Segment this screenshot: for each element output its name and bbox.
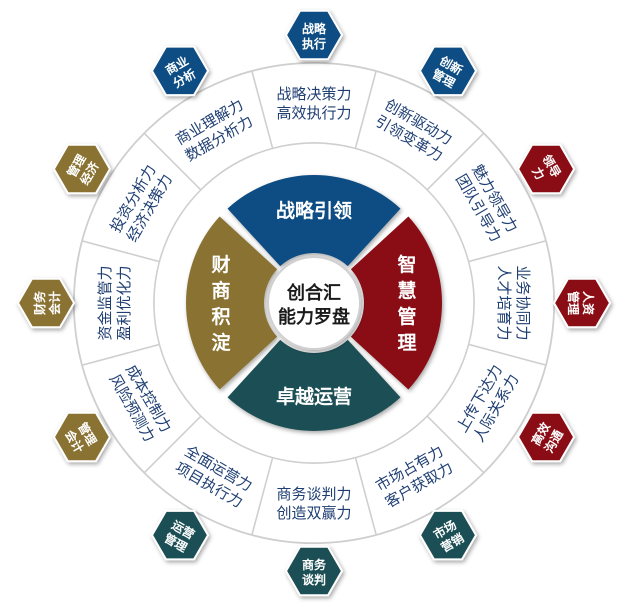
hexagon-finance: 财务会计 — [16, 277, 76, 329]
hexagon-shape — [52, 411, 112, 463]
ring-label-line2: 高效执行力 — [276, 104, 351, 122]
ring-label-line2: 盈利优化力 — [115, 265, 133, 340]
ring-label-line1: 业务协同力 — [514, 265, 532, 340]
hexagon-negotiation: 商务谈判 — [284, 545, 344, 597]
hexagon-label-line1: 人资 — [581, 291, 596, 315]
hexagon-label-line1: 战略 — [302, 21, 327, 36]
hexagon-shape — [418, 509, 478, 561]
hexagon-label-line2: 管理 — [566, 291, 581, 315]
hexagon-label-line1: 商务 — [302, 557, 327, 572]
quadrant-label-bottom: 卓越运营 — [276, 385, 352, 408]
quadrant-char: 理 — [397, 332, 416, 354]
center-title-line2: 能力罗盘 — [278, 306, 350, 328]
hexagon-shape — [552, 277, 612, 329]
hexagon-shape — [150, 509, 210, 561]
quadrant-char: 积 — [211, 306, 230, 328]
hexagon-label-line2: 谈判 — [302, 572, 326, 587]
hexagon-shape — [150, 45, 210, 97]
hexagon-shape — [516, 411, 576, 463]
hexagon-leadership: 领导力 — [516, 143, 576, 195]
quadrant-char: 淀 — [211, 331, 231, 354]
hexagon-shape — [516, 143, 576, 195]
quadrant-char: 管 — [397, 305, 416, 328]
quadrant-char: 商 — [211, 279, 230, 302]
hexagon-shape — [284, 9, 344, 61]
hexagon-shape — [284, 545, 344, 597]
hexagon-label-line1: 财务 — [32, 290, 47, 316]
quadrant-char: 慧 — [397, 279, 416, 302]
hexagon-label: 商务谈判 — [302, 557, 327, 587]
quadrant-right — [350, 216, 443, 390]
quadrant-char: 智 — [397, 253, 416, 276]
ring-label-line1: 资金监管力 — [96, 265, 114, 340]
center-circle — [267, 256, 361, 350]
center-title-line1: 创合汇 — [286, 282, 341, 304]
ring-label-line2: 创造双赢力 — [276, 504, 351, 522]
hexagon-label-line2: 执行 — [302, 36, 326, 51]
hexagon-label: 财务会计 — [32, 290, 62, 316]
ring-label-line1: 战略决策力 — [276, 85, 351, 103]
ring-label-funds: 资金监管力盈利优化力 — [96, 265, 133, 340]
hexagon-label-line2: 会计 — [47, 291, 62, 315]
hexagon-shape — [418, 45, 478, 97]
ring-label-line1: 商务谈判力 — [276, 485, 351, 503]
quadrant-top — [227, 175, 401, 267]
hexagon-shape — [16, 277, 76, 329]
ring-label-line2: 人才培育力 — [495, 265, 513, 340]
hexagon-shape — [52, 143, 112, 195]
quadrant-left — [186, 216, 278, 390]
quadrant-char: 财 — [211, 253, 230, 276]
quadrant-label-top: 战略引领 — [276, 199, 352, 222]
quadrant-bottom — [227, 339, 401, 431]
